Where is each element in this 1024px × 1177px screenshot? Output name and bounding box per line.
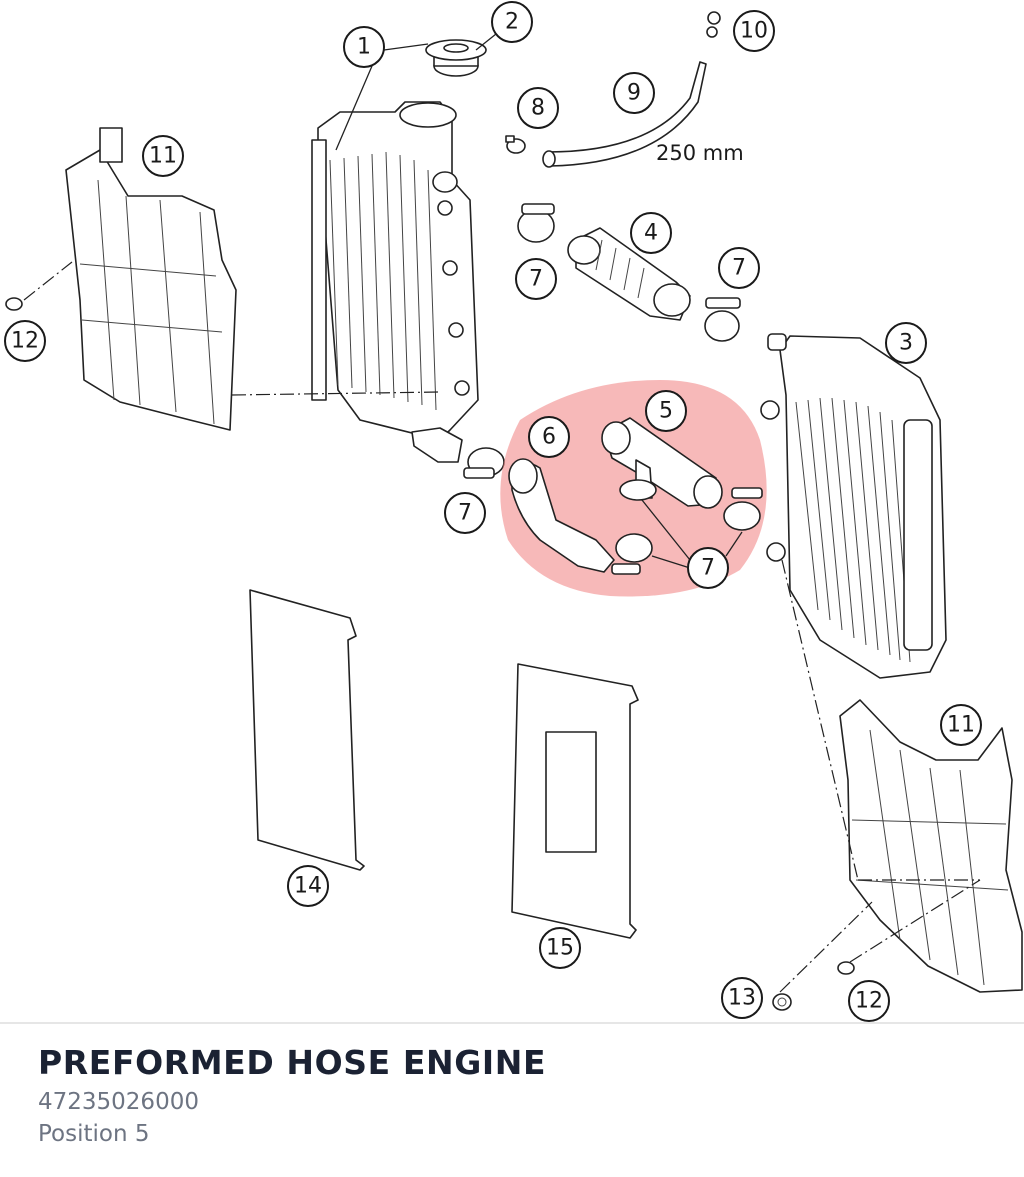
svg-text:6: 6 [542, 425, 556, 450]
svg-text:14: 14 [294, 874, 322, 899]
preformed-hose-engine [601, 417, 723, 509]
callout-7b: 7 [718, 247, 760, 289]
callout-5: 5 [645, 390, 687, 432]
hose-250mm [542, 61, 707, 168]
info-separator [0, 1022, 1024, 1024]
svg-text:7: 7 [732, 256, 746, 281]
part-info: PREFORMED HOSE ENGINE 47235026000 Positi… [38, 1040, 998, 1150]
callout-6: 6 [528, 416, 570, 458]
nut-13 [772, 993, 792, 1011]
callout-3: 3 [885, 322, 927, 364]
preformed-hose-radiator [508, 458, 615, 573]
coolant-thermostat [567, 227, 691, 321]
callout-9: 9 [613, 72, 655, 114]
callout-8: 8 [517, 87, 559, 129]
svg-text:9: 9 [627, 81, 641, 106]
svg-text:10: 10 [740, 19, 768, 44]
svg-text:2: 2 [505, 10, 519, 35]
svg-text:7: 7 [458, 501, 472, 526]
svg-text:4: 4 [644, 221, 658, 246]
screw-12-right [837, 961, 855, 975]
svg-text:12: 12 [11, 329, 39, 354]
callout-13: 13 [721, 977, 763, 1019]
callout-2: 2 [491, 1, 533, 43]
right-radiator-shroud [839, 699, 1023, 993]
hose-length-label: 250 mm [656, 141, 744, 165]
svg-text:12: 12 [855, 989, 883, 1014]
screw-12-left [5, 297, 23, 311]
leader-lines [335, 33, 743, 569]
hose-end-fitting [706, 11, 721, 38]
svg-text:15: 15 [546, 936, 574, 961]
small-hose-clip [505, 135, 526, 154]
part-number: 47235026000 [38, 1089, 199, 1115]
callout-10: 10 [733, 10, 775, 52]
left-radiator-shroud [65, 127, 237, 431]
svg-text:13: 13 [728, 986, 756, 1011]
callout-1: 1 [343, 26, 385, 68]
svg-text:7: 7 [701, 556, 715, 581]
callout-11a: 11 [142, 135, 184, 177]
svg-text:11: 11 [149, 144, 177, 169]
right-radiator [760, 333, 947, 679]
callout-12a: 12 [4, 320, 46, 362]
left-radiator [311, 101, 479, 463]
svg-text:8: 8 [531, 96, 545, 121]
exploded-parts-diagram: 1 2 3 4 5 6 7 7 7 7 8 9 10 11 11 12 12 1… [4, 1, 1023, 1022]
part-position: Position 5 [38, 1121, 150, 1147]
svg-text:7: 7 [529, 267, 543, 292]
callout-7d: 7 [687, 547, 729, 589]
part-title: PREFORMED HOSE ENGINE [38, 1043, 547, 1082]
svg-text:11: 11 [947, 713, 975, 738]
svg-text:3: 3 [899, 331, 913, 356]
svg-text:1: 1 [357, 35, 371, 60]
callout-7a: 7 [515, 258, 557, 300]
callout-4: 4 [630, 212, 672, 254]
hose-clamps [463, 203, 741, 479]
callout-11b: 11 [940, 704, 982, 746]
callout-15: 15 [539, 927, 581, 969]
callout-12b: 12 [848, 980, 890, 1022]
svg-text:5: 5 [659, 399, 673, 424]
callout-7c: 7 [444, 492, 486, 534]
highlight-clamps [611, 479, 763, 575]
callout-14: 14 [287, 865, 329, 907]
radiator-cover-14 [249, 589, 365, 871]
radiator-cover-15 [511, 663, 639, 939]
radiator-cap [425, 39, 487, 77]
